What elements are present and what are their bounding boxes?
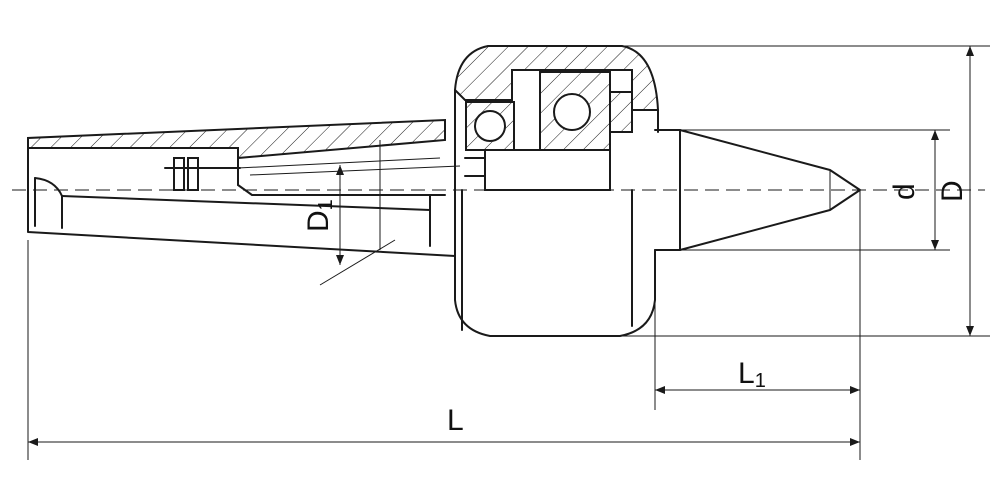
dimensions xyxy=(28,46,974,446)
spindle xyxy=(484,149,611,191)
extension-lines xyxy=(27,45,990,460)
label-point-diameter: d xyxy=(888,183,921,200)
label-overall-length: L xyxy=(447,404,464,437)
label-shank-diameter: D1 xyxy=(302,199,337,232)
label-body-diameter: D xyxy=(936,180,969,202)
bearing-ball-right xyxy=(553,93,591,131)
bearing-ball-left xyxy=(474,110,506,142)
taper-shank xyxy=(27,118,461,257)
seal-ring xyxy=(173,157,185,191)
label-point-length: L1 xyxy=(738,357,766,392)
bearings xyxy=(465,71,633,151)
shank-section-hatch xyxy=(27,118,446,160)
